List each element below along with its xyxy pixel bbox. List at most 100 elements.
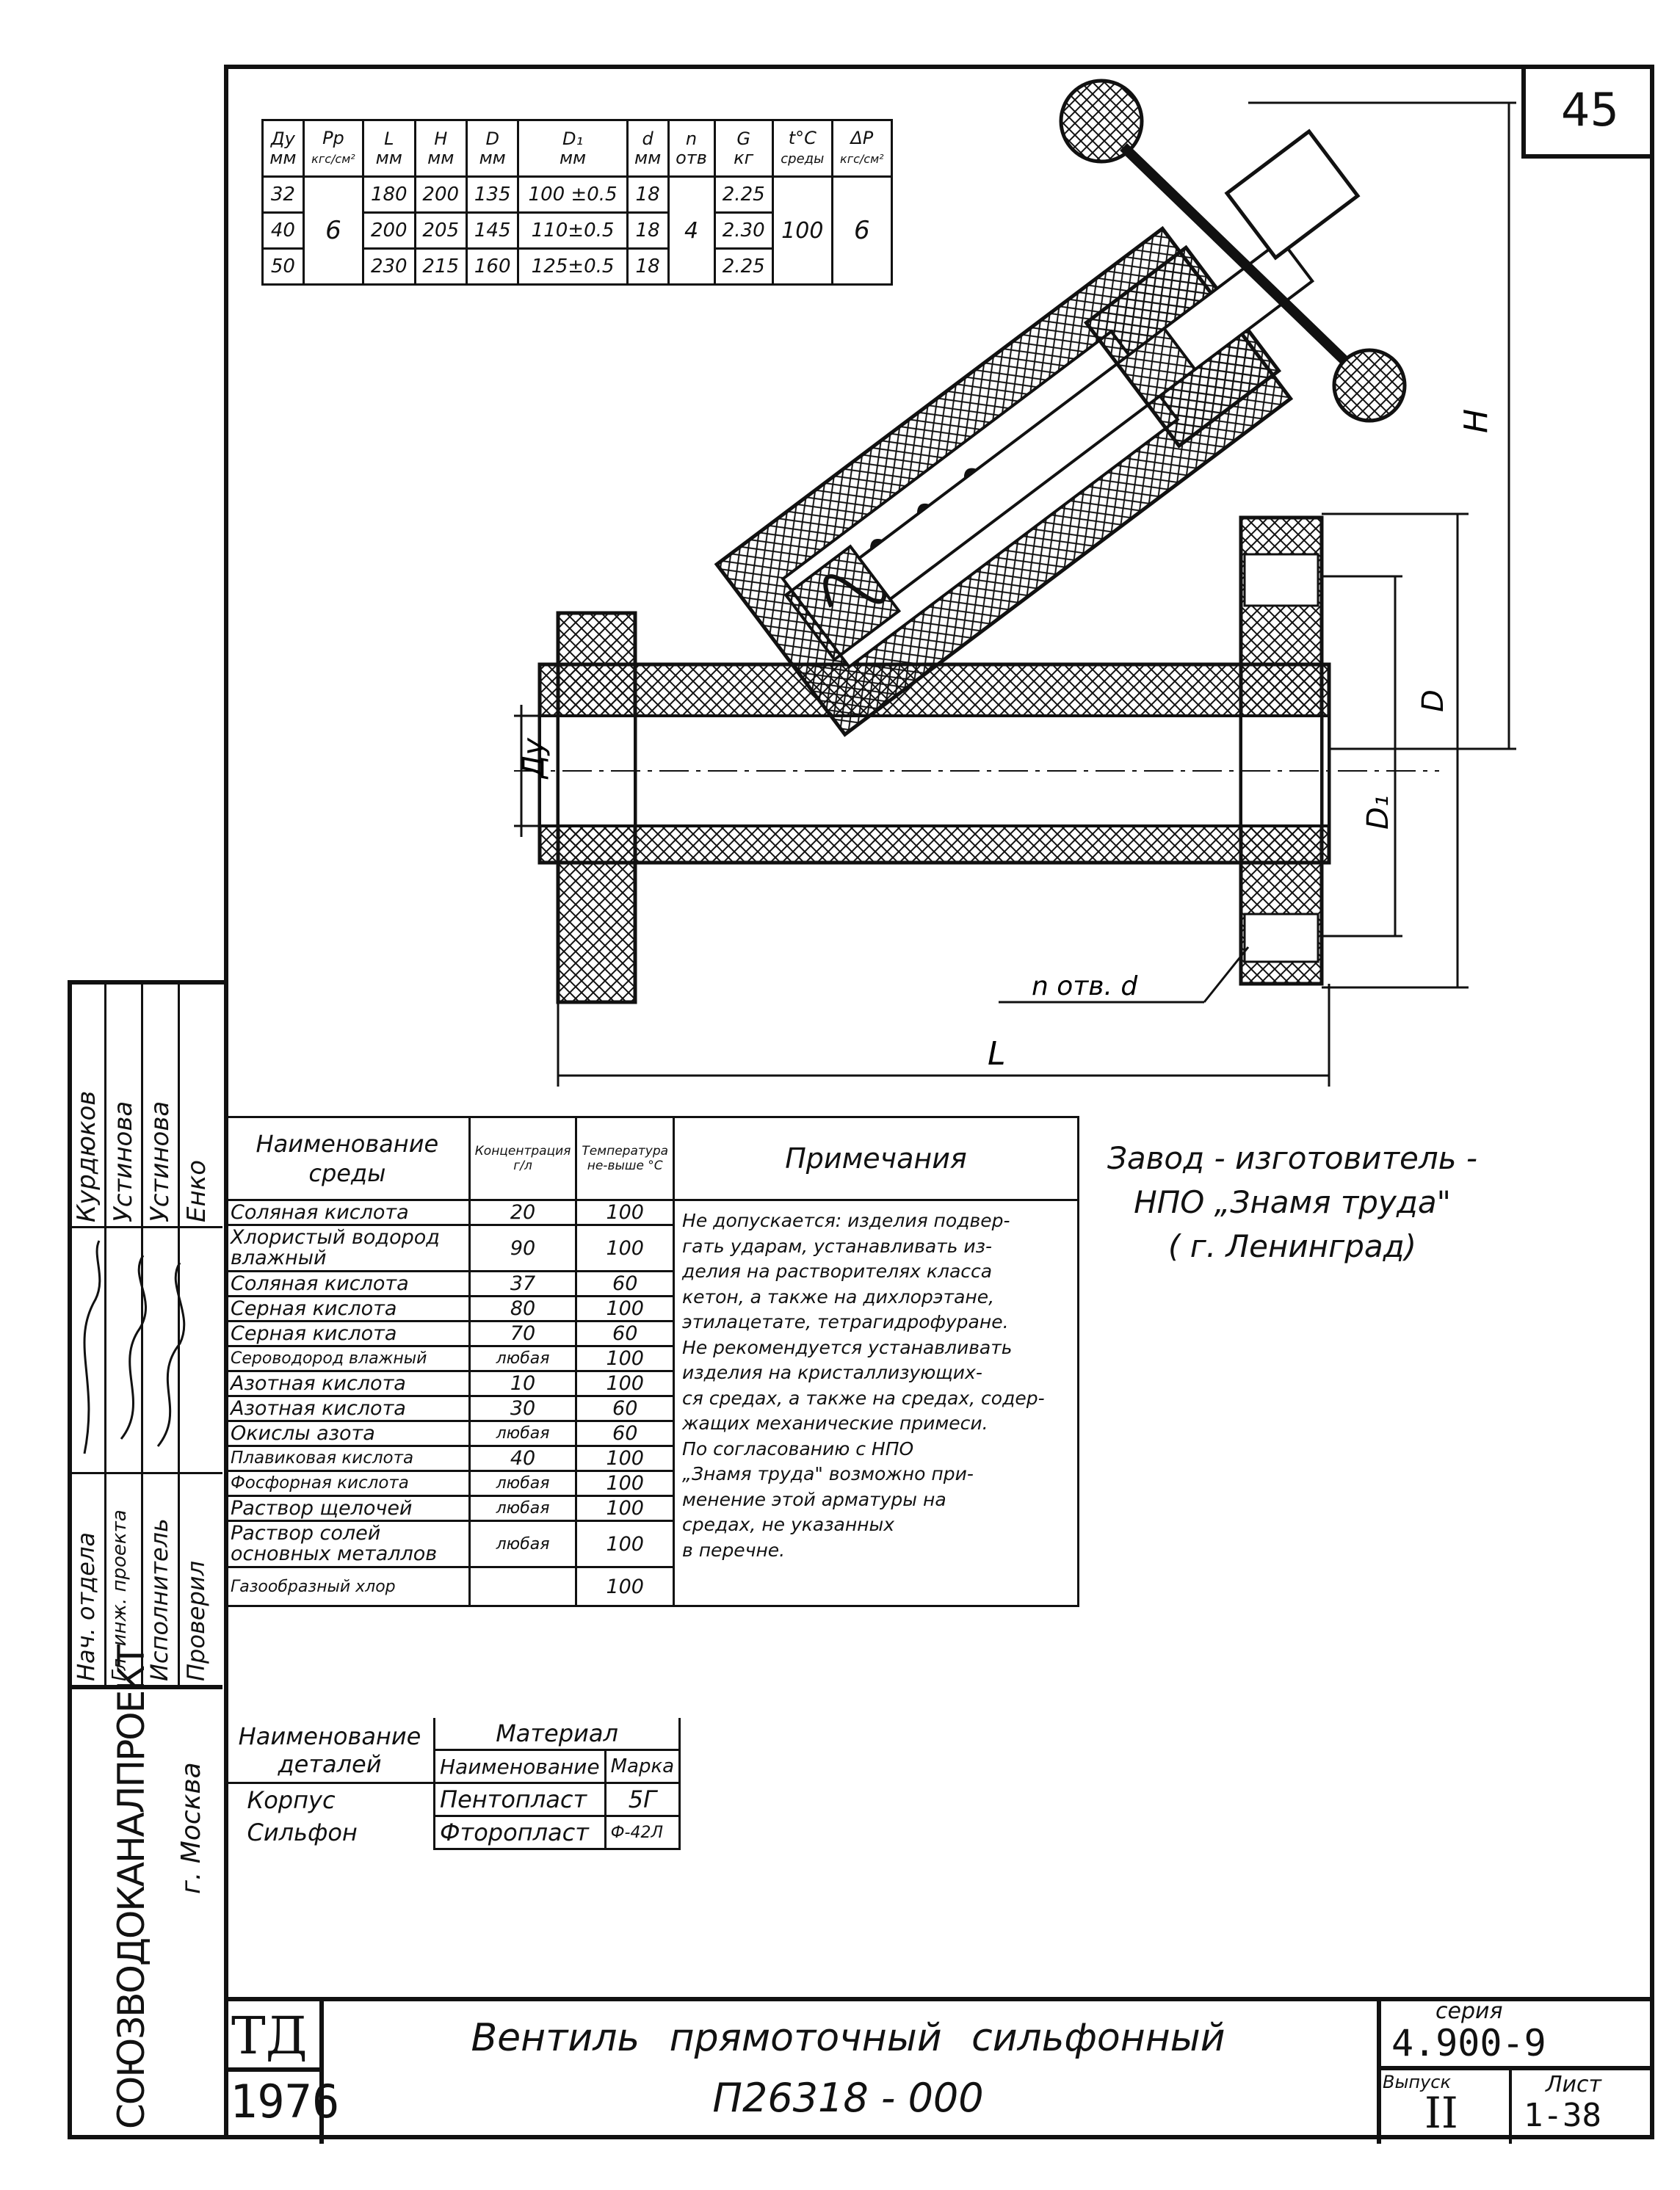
spec-cell-t: 100 (771, 175, 833, 286)
media-temp: 100 (575, 1470, 676, 1497)
issue-value: II (1424, 2088, 1458, 2138)
spec-cell: 160 (465, 247, 520, 286)
material-grade: Ф-42Л (604, 1815, 681, 1850)
media-temp: 100 (575, 1520, 676, 1568)
media-name: Фосфорная кислота (224, 1470, 471, 1497)
spec-row: 32 6 180 200 135 100 ±0.5 18 4 2.25 100 … (261, 175, 894, 286)
note-line: ся средах, а также на средах, содер- (682, 1387, 1045, 1409)
signer-name-2: Устинова (109, 1101, 138, 1222)
spec-cell: 100 ±0.5 (517, 175, 629, 214)
sheet-label: Лист (1546, 2072, 1602, 2097)
drawing-code: П26318 - 000 (712, 2075, 984, 2121)
media-conc: любая (468, 1495, 578, 1522)
media-conc: 20 (468, 1199, 578, 1226)
valve-bonnet (714, 225, 1315, 737)
spec-row: 50 230 215 160 125±0.5 18 2.25 (261, 247, 892, 286)
label-d1: D₁ (1361, 795, 1395, 830)
side-stamp-grid (68, 980, 227, 1689)
media-temp: 60 (575, 1395, 676, 1422)
material-row: Корпус Пентопласт 5Г (225, 1782, 681, 1817)
manufacturer-line3: ( г. Ленинград) (1167, 1228, 1417, 1264)
media-temp: 100 (575, 1370, 676, 1397)
spec-cell: 2.25 (713, 247, 774, 286)
label-dy: Ду (517, 737, 551, 780)
drawing-title: Вентиль прямоточный сильфонный (471, 2016, 1225, 2060)
media-temp: 100 (575, 1345, 676, 1372)
media-header-name: Наименование среды (224, 1116, 471, 1201)
drawing-frame (224, 65, 1654, 2139)
spec-cell: 18 (626, 247, 670, 286)
manufacturer-line1: Завод - изготовитель - (1107, 1140, 1478, 1176)
media-name: Раствор щелочей (224, 1495, 471, 1522)
left-margin-frame (68, 980, 227, 2139)
media-row: Соляная кислота 20 100 Не допускается: и… (224, 1199, 1079, 1607)
spec-cell-pp: 6 (302, 175, 365, 286)
spec-cell: 18 (626, 175, 670, 214)
spec-cell-n: 4 (667, 175, 716, 286)
spec-cell: 40 (261, 211, 305, 250)
spec-cell: 18 (626, 211, 670, 250)
media-header-note: Примечания (673, 1116, 1079, 1201)
note-line: Не рекомендуется устанавливать (682, 1336, 1013, 1358)
media-conc: любая (468, 1345, 578, 1372)
note-line: По согласованию с НПО (682, 1437, 914, 1460)
spec-cell: 200 (362, 211, 416, 250)
media-notes: Не допускается: изделия подвер- гать уда… (673, 1199, 1079, 1607)
spec-cell: 230 (362, 247, 416, 286)
note-line: „Знамя труда" возможно при- (682, 1463, 974, 1484)
org-city: г. Москва (176, 1762, 206, 1894)
material-name: Фторопласт (433, 1815, 607, 1850)
media-temp: 100 (575, 1445, 676, 1472)
spec-cell: 32 (261, 175, 305, 214)
signer-name-1: Курдюков (72, 1090, 101, 1222)
media-conc: 90 (468, 1224, 578, 1272)
media-conc: любая (468, 1420, 578, 1447)
media-temp: 100 (575, 1224, 676, 1272)
media-conc: 70 (468, 1320, 578, 1347)
note-line: делия на растворителях класса (682, 1261, 993, 1282)
media-name: Соляная кислота (224, 1199, 471, 1226)
media-temp: 100 (575, 1295, 676, 1322)
note-line: жащих механические примеси. (682, 1413, 988, 1434)
spec-cell: 110±0.5 (517, 211, 629, 250)
signatures (83, 1240, 186, 1454)
material-part: Корпус (225, 1783, 435, 1816)
media-conc: любая (468, 1470, 578, 1497)
media-name: Раствор солей основных металлов (224, 1520, 471, 1568)
spec-cell: 135 (465, 175, 520, 214)
media-header-conc: Концентрация г/л (468, 1116, 578, 1201)
media-name: Серная кислота (224, 1295, 471, 1322)
media-temp: 60 (575, 1270, 676, 1297)
material-header-row: Наименование деталей Материал (224, 1718, 681, 1784)
spec-cell-dp: 6 (830, 175, 894, 286)
spec-cell: 145 (465, 211, 520, 250)
spec-row: 40 200 205 145 110±0.5 18 2.30 (261, 211, 892, 250)
media-name: Серная кислота (224, 1320, 471, 1347)
note-line: в перечне. (682, 1539, 786, 1561)
spec-cell: 125±0.5 (517, 247, 629, 286)
label-d: D (1416, 689, 1450, 712)
media-name: Хлористый водород влажный (224, 1224, 471, 1272)
issue-label: Выпуск (1383, 2072, 1451, 2092)
label-l: L (988, 1035, 1006, 1073)
signer-role-1: Нач. отдела (72, 1531, 100, 1681)
note-line: кетон, а также на дихлорэтане, (682, 1286, 995, 1308)
